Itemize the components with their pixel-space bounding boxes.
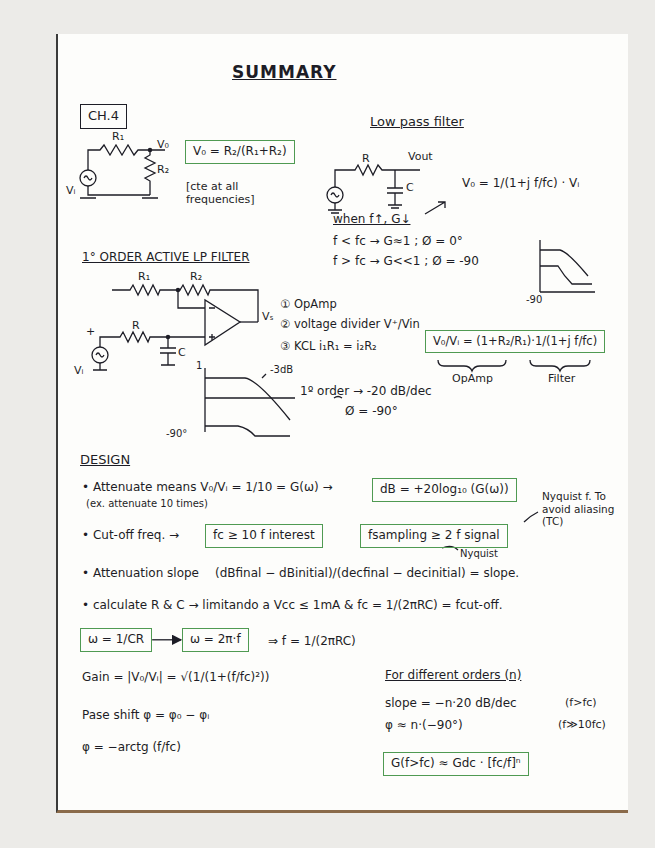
note-text: f < fc → G≈1 ; Ø = 0°: [333, 234, 463, 248]
formula-box: ω = 1/CR: [80, 628, 152, 652]
formula-text: V₀/Vᵢ = (1+R₂/R₁)·1/(1+j f/fc): [433, 334, 597, 349]
note-text: Pase shift φ = φ₀ − φᵢ: [82, 708, 209, 722]
note-text: OpAmp: [452, 372, 493, 385]
note-text: Gain = |V₀/Vᵢ| = √(1/(1+(f/fc)²)): [82, 670, 269, 684]
heading: For different orders (n): [385, 668, 521, 682]
note-text: (f>fc): [565, 696, 597, 709]
part-label: R: [362, 152, 370, 165]
formula-text: fsampling ≥ 2 f signal: [368, 528, 500, 544]
formula-box: dB = +20log₁₀ (G(ω)): [372, 478, 517, 502]
heading: 1° ORDER ACTIVE LP FILTER: [82, 250, 250, 264]
part-label: R₁: [112, 130, 124, 143]
formula-text: ω = 2π·f: [190, 632, 241, 648]
formula-box: fc ≥ 10 f interest: [205, 524, 323, 548]
formula-text: dB = +20log₁₀ (G(ω)): [380, 482, 509, 498]
chapter-box: CH.4: [80, 104, 127, 129]
formula-box: V₀ = R₂/(R₁+R₂): [185, 140, 295, 164]
formula-box: V₀/Vᵢ = (1+R₂/R₁)·1/(1+j f/fc): [425, 330, 605, 353]
note-text: ③ KCL i₁R₁ = i₂R₂: [280, 340, 377, 354]
formula-box: G(f>fc) ≈ Gdc · [fc/f]ⁿ: [383, 752, 529, 776]
note-text: f > fc → G<<1 ; Ø = -90: [333, 254, 479, 268]
note-text: slope = −n·20 dB/dec: [385, 696, 517, 710]
formula-text: CH.4: [88, 108, 119, 125]
formula-text: ω = 1/CR: [88, 632, 144, 648]
note-text: V₀ = 1/(1+j f/fc) · Vᵢ: [462, 176, 579, 190]
heading: DESIGN: [80, 452, 130, 468]
part-label: C: [178, 346, 186, 359]
note-text: φ = −arctg (f/fc): [82, 740, 181, 754]
note-text: Nyquist f. To avoid aliasing (TC): [542, 490, 620, 528]
note-text: • Attenuate means V₀/Vᵢ = 1/10 = G(ω) →: [82, 480, 333, 494]
formula-text: V₀ = R₂/(R₁+R₂): [193, 144, 287, 160]
formula-text: fc ≥ 10 f interest: [213, 528, 315, 544]
note-text: Nyquist: [460, 548, 498, 560]
note-text: φ ≈ n·(−90°): [385, 718, 463, 732]
arrow-connector: [152, 639, 181, 640]
part-label: C: [406, 181, 414, 194]
note-text: 1º order → -20 dB/dec: [300, 384, 432, 398]
note-text: (f≫10fc): [558, 718, 606, 731]
note-text: [cte at all frequencies]: [186, 180, 276, 206]
part-label: R₁: [138, 270, 150, 283]
note-text: Ø = -90°: [345, 404, 398, 418]
note-text: • Attenuation slope: [82, 566, 199, 580]
note: when f↑, G↓: [333, 212, 410, 226]
paper-sheet: [56, 34, 628, 813]
page-title: SUMMARY: [232, 62, 337, 82]
note-text: (dBfinal − dBinitial)/(decfinal − decini…: [215, 566, 519, 580]
signal-name: +: [86, 325, 95, 338]
heading: Low pass filter: [370, 114, 464, 130]
note-text: -90°: [166, 428, 187, 440]
note-text: -3dB: [270, 364, 293, 376]
signal-name: Vₛ: [262, 310, 274, 323]
part-label: R: [132, 319, 140, 332]
signal-name: V₀: [157, 138, 169, 151]
signal-name: Vout: [408, 150, 433, 163]
note-text: ⇒ f = 1/(2πRC): [268, 634, 356, 648]
formula-box: ω = 2π·f: [182, 628, 249, 652]
note-text: (ex. attenuate 10 times): [86, 498, 208, 510]
formula-text: G(f>fc) ≈ Gdc · [fc/f]ⁿ: [391, 756, 521, 772]
note-text: Filter: [548, 372, 575, 385]
part-label: R₂: [190, 270, 202, 283]
note-text: ① OpAmp: [280, 298, 337, 312]
note-text: • calculate R & C → limitando a Vcc ≤ 1m…: [82, 598, 503, 612]
signal-name: Vᵢ: [74, 364, 84, 377]
formula-box: fsampling ≥ 2 f signal: [360, 524, 508, 548]
note-text: • Cut-off freq. →: [82, 528, 179, 542]
note-text: ② voltage divider V⁺/Vin: [280, 318, 420, 332]
signal-name: Vᵢ: [66, 184, 76, 197]
note-text: 1: [196, 360, 202, 372]
note-text: -90: [526, 294, 542, 306]
part-label: R₂: [157, 163, 169, 176]
